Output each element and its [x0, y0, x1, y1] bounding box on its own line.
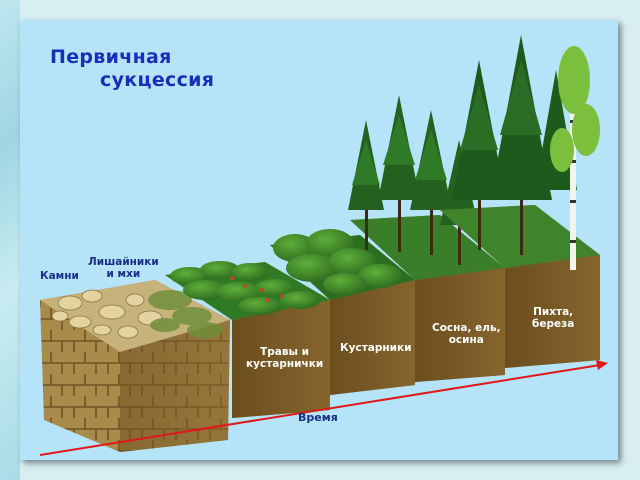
label-grasses-line-2: кустарнички — [246, 358, 324, 370]
label-pine-line-1: Сосна, ель, — [432, 322, 501, 334]
label-fir-birch: Пихта, береза — [532, 306, 574, 330]
label-lichens-mosses-line-2: и мхи — [106, 268, 141, 280]
label-pine-line-2: осина — [448, 334, 484, 346]
label-grasses-line-1: Травы и — [260, 346, 310, 358]
page-title-line-1: Первичная — [50, 46, 172, 68]
label-stones: Камни — [40, 270, 79, 282]
label-lichens-mosses: Лишайники и мхи — [88, 256, 159, 280]
stage-block-shrubs — [270, 229, 415, 395]
stage-block-fir-birch — [440, 35, 600, 368]
label-fir-line-2: береза — [532, 318, 575, 330]
decorative-side-strip — [0, 0, 20, 480]
page-title-line-2: сукцессия — [100, 69, 215, 91]
stage-block-grasses — [165, 261, 330, 418]
label-grasses-dwarf-shrubs: Травы и кустарнички — [246, 346, 323, 370]
label-pine-spruce-aspen: Сосна, ель, осина — [432, 322, 501, 346]
label-shrubs: Кустарники — [340, 342, 412, 354]
stage-block-pine-spruce-aspen — [348, 95, 505, 382]
label-lichens-mosses-line-1: Лишайники — [88, 256, 159, 268]
time-axis-label: Время — [298, 411, 338, 424]
stage-block-stones — [40, 280, 230, 452]
time-arrow — [39, 360, 608, 456]
label-fir-line-1: Пихта, — [533, 306, 574, 318]
